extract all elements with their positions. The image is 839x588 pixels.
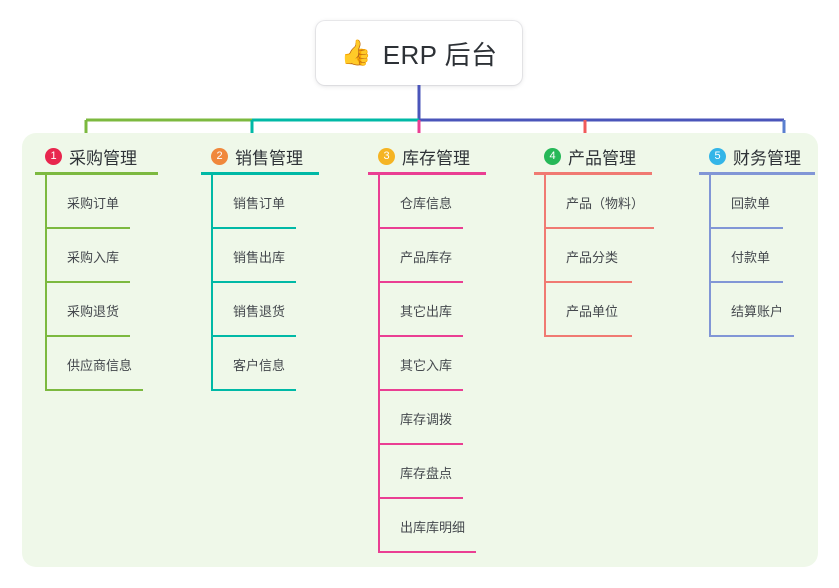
diagram-panel xyxy=(22,133,818,567)
leaf-item-label: 其它出库 xyxy=(400,304,453,319)
leaf-item-underline xyxy=(709,227,783,229)
leaf-item-underline xyxy=(211,281,296,283)
leaf-item-label: 付款单 xyxy=(731,250,771,265)
column-3: 3 库存管理仓库信息产品库存其它出库其它入库库存调拨库存盘点出库库明细 xyxy=(355,133,486,553)
column-title-5: 财务管理 xyxy=(733,148,801,168)
leaf-item[interactable]: 结算账户 xyxy=(709,283,794,337)
leaf-item-label: 出库库明细 xyxy=(400,520,466,535)
leaf-item-underline xyxy=(45,281,130,283)
leaf-item-label: 采购退货 xyxy=(67,304,120,319)
leaf-item-label: 产品（物料） xyxy=(566,196,645,211)
column-header-underline-4 xyxy=(534,172,652,175)
root-node-erp-backend[interactable]: 👍 ERP 后台 xyxy=(316,21,522,85)
column-header-2[interactable]: 2 销售管理 xyxy=(188,143,303,169)
leaf-item[interactable]: 库存调拨 xyxy=(378,391,463,445)
column-badge-5: 5 xyxy=(709,147,726,165)
leaf-item-underline xyxy=(378,443,463,445)
leaf-item-underline xyxy=(709,335,794,337)
leaf-item-label: 销售退货 xyxy=(233,304,286,319)
leaf-item-underline xyxy=(378,389,463,391)
leaf-item-label: 供应商信息 xyxy=(67,358,133,373)
leaf-item[interactable]: 产品（物料） xyxy=(544,175,654,229)
root-node-title: ERP 后台 xyxy=(382,39,498,70)
column-2: 2 销售管理销售订单销售出库销售退货客户信息 xyxy=(188,133,319,391)
leaf-item-label: 产品分类 xyxy=(566,250,619,265)
root-node-content: 👍 ERP 后台 xyxy=(341,35,498,72)
column-header-underline-1 xyxy=(35,172,158,175)
column-4: 4 产品管理产品（物料） 产品分类产品单位 xyxy=(521,133,654,337)
leaf-item[interactable]: 产品分类 xyxy=(544,229,632,283)
leaf-item-label: 客户信息 xyxy=(233,358,286,373)
leaf-item-label: 仓库信息 xyxy=(400,196,453,211)
leaf-item-underline xyxy=(709,281,783,283)
column-header-underline-5 xyxy=(699,172,815,175)
leaf-item[interactable]: 采购退货 xyxy=(45,283,130,337)
column-badge-4: 4 xyxy=(544,147,561,165)
column-title-1: 采购管理 xyxy=(69,148,137,168)
leaf-item[interactable]: 其它出库 xyxy=(378,283,463,337)
leaf-item-underline xyxy=(378,335,463,337)
column-header-4[interactable]: 4 产品管理 xyxy=(521,143,636,169)
leaf-item-underline xyxy=(378,551,476,553)
leaf-item[interactable]: 产品库存 xyxy=(378,229,463,283)
leaf-item[interactable]: 回款单 xyxy=(709,175,783,229)
leaf-item-label: 采购入库 xyxy=(67,250,120,265)
column-5: 5 财务管理回款单付款单结算账户 xyxy=(686,133,815,337)
leaf-item-underline xyxy=(544,281,632,283)
column-title-2: 销售管理 xyxy=(235,148,303,168)
column-badge-2: 2 xyxy=(211,147,228,165)
leaf-item-underline xyxy=(544,227,654,229)
column-title-3: 库存管理 xyxy=(402,148,470,168)
column-badge-3: 3 xyxy=(378,147,395,165)
leaf-item-label: 产品库存 xyxy=(400,250,453,265)
leaf-item[interactable]: 出库库明细 xyxy=(378,499,476,553)
column-header-1[interactable]: 1 采购管理 xyxy=(22,143,137,169)
column-header-underline-2 xyxy=(201,172,319,175)
leaf-item-underline xyxy=(211,389,296,391)
leaf-item-underline xyxy=(211,227,296,229)
leaf-item[interactable]: 销售订单 xyxy=(211,175,296,229)
leaf-item-label: 库存调拨 xyxy=(400,412,453,427)
leaf-item-label: 销售出库 xyxy=(233,250,286,265)
column-spine-4 xyxy=(544,175,546,337)
leaf-item[interactable]: 其它入库 xyxy=(378,337,463,391)
leaf-item[interactable]: 采购入库 xyxy=(45,229,130,283)
column-1: 1 采购管理采购订单采购入库采购退货供应商信息 xyxy=(22,133,158,391)
leaf-item-label: 结算账户 xyxy=(731,304,784,319)
leaf-item[interactable]: 客户信息 xyxy=(211,337,296,391)
column-spine-3 xyxy=(378,175,380,553)
column-title-4: 产品管理 xyxy=(568,148,636,168)
leaf-item-label: 产品单位 xyxy=(566,304,619,319)
leaf-item-label: 回款单 xyxy=(731,196,771,211)
column-spine-1 xyxy=(45,175,47,391)
leaf-item-underline xyxy=(378,497,463,499)
leaf-item-underline xyxy=(211,335,296,337)
column-badge-1: 1 xyxy=(45,147,62,165)
column-header-5[interactable]: 5 财务管理 xyxy=(686,143,801,169)
leaf-item-underline xyxy=(378,227,463,229)
leaf-item-label: 库存盘点 xyxy=(400,466,453,481)
column-spine-5 xyxy=(709,175,711,337)
leaf-item-underline xyxy=(45,227,130,229)
leaf-item-label: 其它入库 xyxy=(400,358,453,373)
leaf-item[interactable]: 销售出库 xyxy=(211,229,296,283)
column-header-3[interactable]: 3 库存管理 xyxy=(355,143,470,169)
thumbs-up-emoji: 👍 xyxy=(340,38,372,67)
leaf-item[interactable]: 仓库信息 xyxy=(378,175,463,229)
leaf-item-underline xyxy=(544,335,632,337)
leaf-item-underline xyxy=(378,281,463,283)
leaf-item[interactable]: 库存盘点 xyxy=(378,445,463,499)
leaf-item-label: 销售订单 xyxy=(233,196,286,211)
leaf-item[interactable]: 采购订单 xyxy=(45,175,130,229)
leaf-item[interactable]: 付款单 xyxy=(709,229,783,283)
column-spine-2 xyxy=(211,175,213,391)
leaf-item[interactable]: 产品单位 xyxy=(544,283,632,337)
leaf-item[interactable]: 供应商信息 xyxy=(45,337,143,391)
leaf-item[interactable]: 销售退货 xyxy=(211,283,296,337)
leaf-item-underline xyxy=(45,389,143,391)
leaf-item-label: 采购订单 xyxy=(67,196,120,211)
column-header-underline-3 xyxy=(368,172,486,175)
leaf-item-underline xyxy=(45,335,130,337)
